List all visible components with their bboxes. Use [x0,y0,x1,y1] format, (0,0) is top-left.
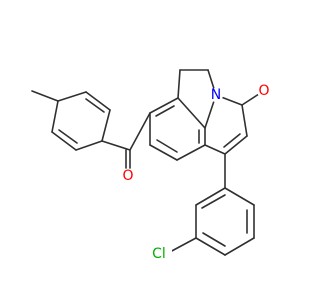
bond [204,144,226,155]
atom-background [148,246,172,262]
bond [155,105,175,117]
bond [224,135,248,155]
atom-background [257,84,271,98]
bonds [31,69,263,256]
bond [51,100,59,133]
bond [149,144,178,161]
bond [224,187,255,206]
bond [201,194,226,209]
bond [58,129,78,144]
bond [31,90,59,102]
bond [156,139,178,153]
bond [85,91,111,111]
carbonyl-oxygen-label: O [122,168,133,184]
bond [149,97,179,114]
bond [177,69,181,99]
bond [101,109,111,142]
atom-labels: N O O Cl [121,83,271,262]
structure-canvas: N O O Cl [31,69,271,262]
bond [223,133,241,148]
bond [224,237,255,256]
atom-background [121,169,135,183]
bond [195,187,226,206]
bond [101,140,131,151]
bond [51,131,77,151]
nitrogen-label: N [211,87,221,103]
bond [85,98,105,113]
bond [57,91,87,102]
bond [241,104,248,137]
bond [202,232,226,247]
bond [167,237,197,254]
bond [129,112,151,151]
bond [176,144,206,161]
atom-background [209,88,223,102]
ketone-oxygen-label: O [258,83,269,99]
chlorine-label: Cl [152,246,166,262]
bond [177,97,206,129]
molecule-diagram: N O O Cl [31,69,271,262]
bond [195,237,226,256]
bond [75,140,103,151]
